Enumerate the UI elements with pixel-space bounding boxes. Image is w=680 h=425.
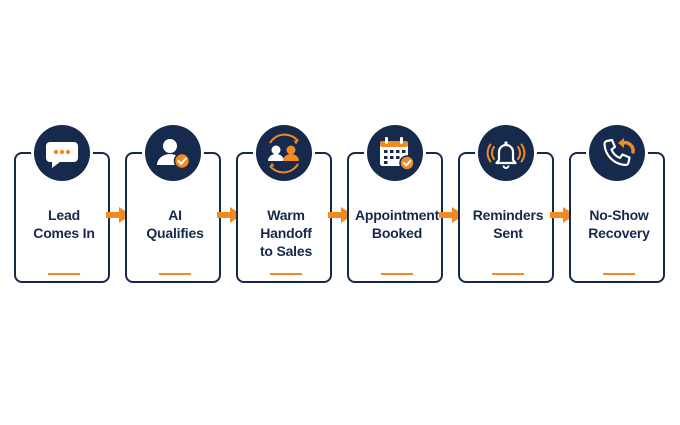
flow-arrow-icon [328,206,354,224]
step-reminders-sent: Reminders Sent [458,122,554,283]
step-underline [381,273,413,275]
handoff-icon [253,122,315,184]
step-label: Reminders Sent [472,207,544,241]
flow-arrow-icon [550,206,576,224]
flow-arrow-icon [439,206,465,224]
step-appointment-booked: Appointment Booked [347,122,443,283]
step-label: Lead Comes In [33,207,95,241]
step-warm-handoff: Warm Handoff to Sales [236,122,332,283]
step-underline [159,273,191,275]
calendar-check-icon [364,122,426,184]
flow-arrow-icon [106,206,132,224]
chat-bubble-icon [31,122,93,184]
flow-arrow-icon [217,206,243,224]
step-no-show-recovery: No-Show Recovery [569,122,665,283]
phone-callback-icon [586,122,648,184]
step-label: Appointment Booked [354,207,440,241]
user-check-icon [142,122,204,184]
step-label: No-Show Recovery [588,207,650,241]
step-underline [270,273,302,275]
step-underline [48,273,80,275]
step-underline [492,273,524,275]
step-lead-comes-in: Lead Comes In [14,122,110,283]
step-label: AI Qualifies [146,207,204,241]
step-underline [603,273,635,275]
step-label: Warm Handoff to Sales [259,207,313,259]
step-ai-qualifies: AI Qualifies [125,122,221,283]
bell-icon [475,122,537,184]
